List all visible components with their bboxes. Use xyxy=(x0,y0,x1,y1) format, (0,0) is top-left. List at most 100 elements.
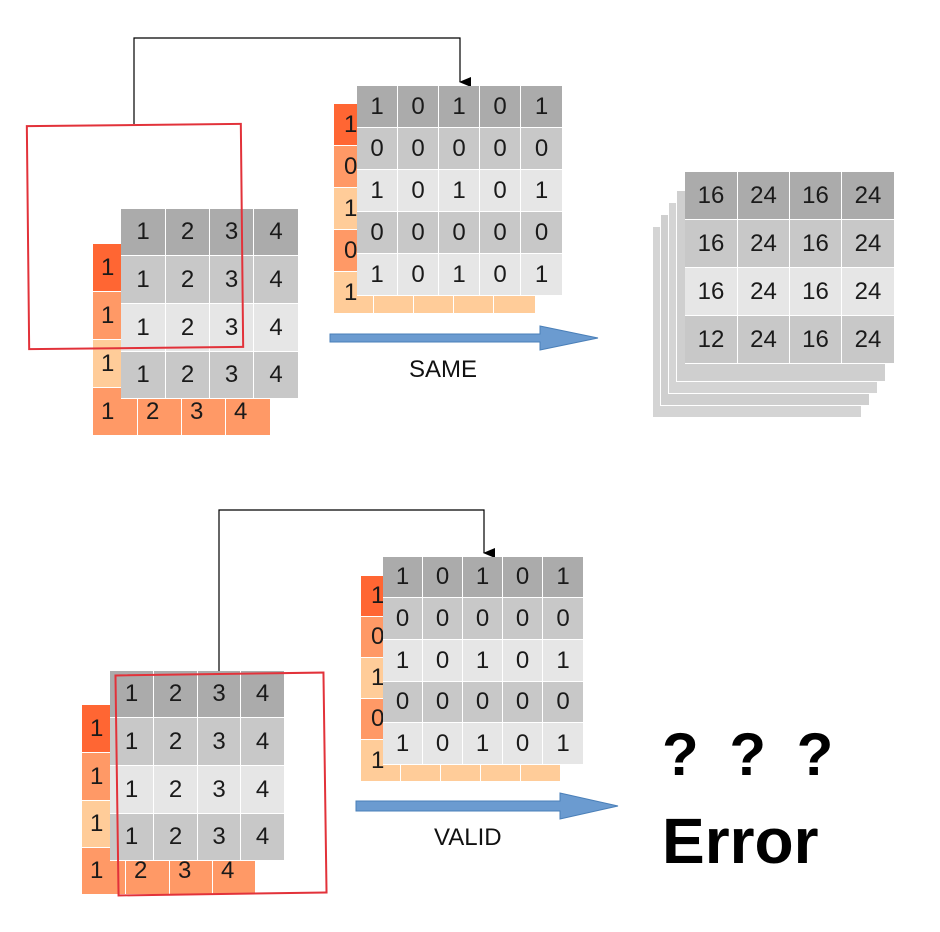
input-cell: 1 xyxy=(110,671,154,718)
kernel-cell: 0 xyxy=(423,598,463,640)
input-cell: 4 xyxy=(254,304,299,352)
kernel-cell: 0 xyxy=(480,254,521,296)
input-cell: 3 xyxy=(198,814,241,861)
kernel-cell: 0 xyxy=(423,723,463,765)
kernel-cell: 1 xyxy=(383,640,423,682)
kernel-cell: 0 xyxy=(439,128,480,170)
output-cell: 24 xyxy=(842,220,895,268)
kernel-cell: 0 xyxy=(439,212,480,254)
kernel-cell: 1 xyxy=(383,557,423,598)
output-cell: 24 xyxy=(738,316,790,364)
same-label: SAME xyxy=(409,356,478,383)
kernel-cell: 0 xyxy=(543,598,584,640)
kernel-cell: 1 xyxy=(521,170,563,212)
input-cell: 3 xyxy=(210,209,254,256)
input-cell: 3 xyxy=(198,718,241,766)
input-cell: 4 xyxy=(241,766,285,814)
kernel-cell: 1 xyxy=(521,254,563,296)
input-cell: 2 xyxy=(154,766,198,814)
input-cell: 4 xyxy=(241,718,285,766)
input-cell: 2 xyxy=(166,352,210,399)
input-cell: 2 xyxy=(154,718,198,766)
output-cell: 16 xyxy=(685,220,738,268)
kernel-cell: 0 xyxy=(521,212,563,254)
kernel-cell: 1 xyxy=(357,254,398,296)
error-label: Error xyxy=(662,805,819,877)
valid-label: VALID xyxy=(434,824,502,851)
kernel-cell: 0 xyxy=(503,723,543,765)
kernel-cell: 0 xyxy=(398,212,439,254)
input-cell: 3 xyxy=(210,352,254,399)
kernel-cell: 1 xyxy=(463,557,503,598)
kernel-cell: 0 xyxy=(383,682,423,723)
same-padding-window xyxy=(25,122,245,351)
valid-window xyxy=(114,671,328,897)
same-connector-line xyxy=(133,37,471,124)
kernel-cell: 1 xyxy=(463,640,503,682)
output-cell: 16 xyxy=(685,268,738,316)
orange-cell: 1 xyxy=(82,848,126,895)
output-cell: 16 xyxy=(685,172,738,220)
output-cell: 24 xyxy=(842,316,895,364)
kernel-cell: 0 xyxy=(398,86,439,128)
kernel-cell: 1 xyxy=(521,86,563,128)
input-cell: 2 xyxy=(166,304,210,352)
kernel-cell: 0 xyxy=(503,640,543,682)
output-cell: 24 xyxy=(738,268,790,316)
output-cell: 16 xyxy=(790,172,842,220)
input-cell: 3 xyxy=(210,304,254,352)
input-cell: 1 xyxy=(121,304,166,352)
kernel-cell: 0 xyxy=(503,682,543,723)
kernel-cell: 0 xyxy=(423,557,463,598)
kernel-cell: 0 xyxy=(521,128,563,170)
output-cell: 24 xyxy=(738,172,790,220)
kernel-cell: 0 xyxy=(398,128,439,170)
valid-arrow xyxy=(355,792,619,820)
output-cell: 12 xyxy=(685,316,738,364)
input-cell: 3 xyxy=(198,671,241,718)
input-cell: 1 xyxy=(110,814,154,861)
kernel-cell: 1 xyxy=(439,170,480,212)
output-cell: 16 xyxy=(790,268,842,316)
output-cell: 24 xyxy=(738,220,790,268)
input-cell: 4 xyxy=(241,671,285,718)
output-cell: 24 xyxy=(842,172,895,220)
input-cell: 4 xyxy=(254,209,299,256)
input-cell: 2 xyxy=(166,209,210,256)
input-cell: 4 xyxy=(241,814,285,861)
kernel-cell: 1 xyxy=(357,86,398,128)
kernel-cell: 0 xyxy=(357,128,398,170)
input-cell: 2 xyxy=(154,814,198,861)
orange-cell: 1 xyxy=(93,388,138,436)
kernel-cell: 0 xyxy=(480,170,521,212)
input-cell: 2 xyxy=(166,256,210,304)
input-cell: 1 xyxy=(110,718,154,766)
input-cell: 4 xyxy=(254,352,299,399)
kernel-cell: 0 xyxy=(398,254,439,296)
kernel-cell: 1 xyxy=(543,640,584,682)
kernel-cell: 1 xyxy=(463,723,503,765)
same-arrow xyxy=(329,325,599,351)
kernel-cell: 1 xyxy=(439,86,480,128)
input-cell: 1 xyxy=(110,766,154,814)
output-cell: 24 xyxy=(842,268,895,316)
output-cell: 16 xyxy=(790,316,842,364)
kernel-cell: 0 xyxy=(503,598,543,640)
input-cell: 1 xyxy=(121,209,166,256)
kernel-cell: 0 xyxy=(383,598,423,640)
kernel-cell: 0 xyxy=(543,682,584,723)
kernel-cell: 0 xyxy=(423,640,463,682)
kernel-cell: 1 xyxy=(543,723,584,765)
kernel-cell: 0 xyxy=(398,170,439,212)
kernel-cell: 0 xyxy=(480,212,521,254)
valid-connector-line xyxy=(218,509,495,672)
kernel-cell: 1 xyxy=(357,170,398,212)
input-cell: 4 xyxy=(254,256,299,304)
input-cell: 3 xyxy=(198,766,241,814)
